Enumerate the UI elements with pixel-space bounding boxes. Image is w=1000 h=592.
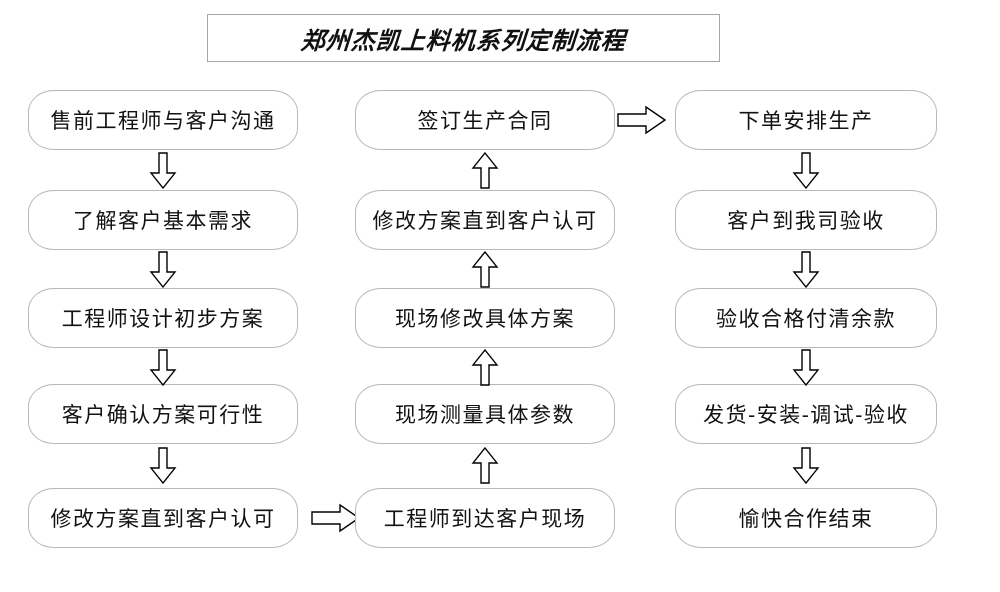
arrow-up-icon-c9 (471, 151, 499, 189)
arrow-down-icon-c13 (792, 349, 820, 387)
arrow-right-icon-c5 (311, 503, 361, 533)
flow-node-n11[interactable]: 下单安排生产 (675, 90, 937, 150)
flow-node-label: 了解客户基本需求 (73, 209, 253, 233)
flow-node-label: 验收合格付清余款 (716, 307, 896, 331)
flow-node-label: 愉快合作结束 (738, 507, 874, 531)
arrow-down-icon-c12 (792, 251, 820, 289)
arrow-down-icon-c4 (149, 447, 177, 485)
diagram-title: 郑州杰凯上料机系列定制流程 (299, 25, 627, 55)
flow-node-n5[interactable]: 修改方案直到客户认可 (28, 488, 298, 548)
flow-node-label: 现场修改具体方案 (395, 307, 575, 331)
flow-node-n14[interactable]: 发货-安装-调试-验收 (675, 384, 937, 444)
flow-node-n6[interactable]: 签订生产合同 (355, 90, 615, 150)
arrow-down-icon-c3 (149, 349, 177, 387)
flow-node-n2[interactable]: 了解客户基本需求 (28, 190, 298, 250)
flow-node-label: 下单安排生产 (738, 109, 874, 133)
arrow-up-icon-c6 (471, 446, 499, 484)
flow-node-label: 工程师设计初步方案 (61, 307, 265, 331)
flow-node-n10[interactable]: 工程师到达客户现场 (355, 488, 615, 548)
flow-node-n13[interactable]: 验收合格付清余款 (675, 288, 937, 348)
flow-node-label: 签订生产合同 (417, 109, 553, 133)
arrow-up-icon-c8 (471, 250, 499, 288)
diagram-title-box: 郑州杰凯上料机系列定制流程 (207, 14, 720, 62)
flow-node-label: 工程师到达客户现场 (383, 507, 587, 531)
flow-node-label: 现场测量具体参数 (395, 403, 575, 427)
arrow-down-icon-c14 (792, 447, 820, 485)
flow-node-label: 修改方案直到客户认可 (372, 209, 598, 233)
flow-node-n3[interactable]: 工程师设计初步方案 (28, 288, 298, 348)
flow-node-n15[interactable]: 愉快合作结束 (675, 488, 937, 548)
flow-node-label: 发货-安装-调试-验收 (703, 403, 909, 427)
arrow-down-icon-c2 (149, 251, 177, 289)
flow-node-n9[interactable]: 现场测量具体参数 (355, 384, 615, 444)
flow-node-label: 客户到我司验收 (727, 209, 885, 233)
arrow-down-icon-c1 (149, 152, 177, 190)
flow-node-n8[interactable]: 现场修改具体方案 (355, 288, 615, 348)
arrow-up-icon-c7 (471, 348, 499, 386)
flow-node-label: 售前工程师与客户沟通 (50, 109, 276, 133)
flow-node-n1[interactable]: 售前工程师与客户沟通 (28, 90, 298, 150)
flow-node-n4[interactable]: 客户确认方案可行性 (28, 384, 298, 444)
flow-node-n12[interactable]: 客户到我司验收 (675, 190, 937, 250)
arrow-down-icon-c11 (792, 152, 820, 190)
flow-node-label: 客户确认方案可行性 (61, 403, 265, 427)
flow-node-n7[interactable]: 修改方案直到客户认可 (355, 190, 615, 250)
arrow-right-icon-c10 (617, 105, 667, 135)
flow-node-label: 修改方案直到客户认可 (50, 507, 276, 531)
